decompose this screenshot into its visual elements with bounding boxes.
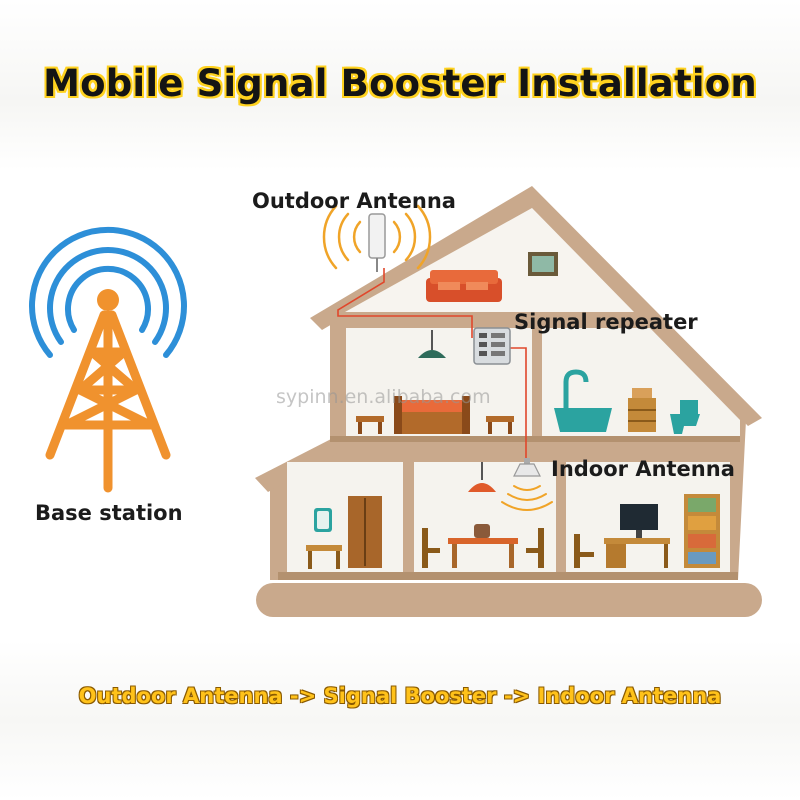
- base-station-icon: [29, 226, 187, 493]
- signal-repeater-icon: [473, 327, 511, 365]
- watermark-text: sypinn.en.alibaba.com: [276, 386, 491, 408]
- indoor-antenna-icon: [501, 458, 553, 511]
- coax-cable: [337, 268, 527, 458]
- outdoor-antenna-icon: [322, 204, 432, 272]
- bookshelf-icon: [684, 494, 720, 568]
- attic-sofa-icon: [426, 270, 502, 302]
- bed-icon: [394, 396, 470, 434]
- bathtub-icon: [554, 369, 612, 432]
- flow-caption: Outdoor Antenna -> Signal Booster -> Ind…: [78, 684, 722, 708]
- wardrobe-icon: [348, 496, 382, 568]
- side-table-icon: [306, 545, 342, 569]
- base-station-label: Base station: [35, 501, 183, 525]
- cabinet-icon: [628, 388, 656, 432]
- monitor-icon: [620, 504, 658, 538]
- bedside-table-icon: [356, 416, 514, 434]
- wall-picture-icon: [528, 252, 558, 276]
- top-background: [0, 0, 800, 170]
- outdoor-antenna-label: Outdoor Antenna: [252, 189, 456, 213]
- desk-icon: [574, 534, 670, 568]
- indoor-antenna-label: Indoor Antenna: [551, 457, 735, 481]
- signal-repeater-label: Signal repeater: [514, 310, 698, 334]
- signal-waves-icon: [29, 226, 187, 358]
- page-title: Mobile Signal Booster Installation: [43, 62, 757, 105]
- dining-table-icon: [422, 524, 544, 568]
- toilet-icon: [670, 400, 700, 434]
- pendant-lamp-icon: [468, 462, 496, 492]
- bottom-background: [0, 640, 800, 800]
- ceiling-lamp-icon: [418, 330, 446, 358]
- mirror-icon: [314, 508, 332, 532]
